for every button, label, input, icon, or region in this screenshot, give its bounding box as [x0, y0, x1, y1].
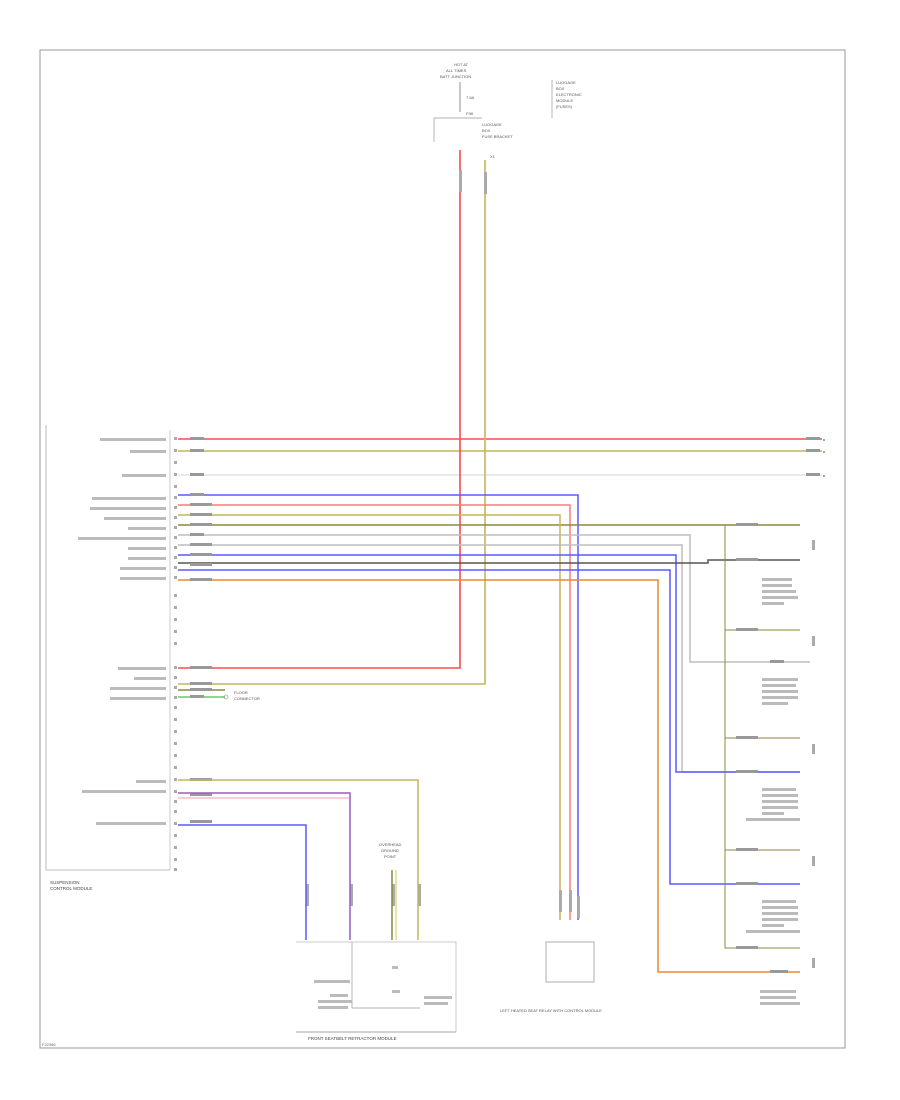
svg-text:LUGGAGE: LUGGAGE [556, 80, 576, 85]
wire-pink-1 [178, 504, 571, 920]
wire-olive-trunk [724, 525, 800, 949]
right-end-markers [823, 439, 825, 477]
seatbelt-wires [178, 779, 419, 940]
wire-violet-belt [178, 792, 351, 940]
svg-text:HOT AT: HOT AT [454, 62, 469, 67]
svg-text:F98: F98 [466, 111, 474, 116]
vertical-wire-tags [306, 170, 815, 968]
right-branch-stubs [725, 629, 800, 851]
svg-text:FUSE BRACKET: FUSE BRACKET [482, 134, 513, 139]
wire-color-tags [190, 437, 820, 973]
svg-text:LUGGAGE: LUGGAGE [482, 122, 502, 127]
svg-text:MODULE: MODULE [556, 98, 573, 103]
left-module-label-1: SUSPENSION [50, 880, 80, 885]
wire-yellow-2 [178, 514, 561, 920]
svg-text:CONNECTOR: CONNECTOR [234, 696, 260, 701]
wire-black-1 [178, 559, 800, 564]
wire-orange-1 [178, 579, 800, 973]
center-relay-module: LEFT HEATED SEAT RELAY WITH CONTROL MODU… [500, 941, 602, 1013]
wire-blue-1 [178, 494, 579, 920]
svg-text:BOX: BOX [556, 86, 565, 91]
wire-yellow-belt [178, 779, 419, 940]
center-module-label: LEFT HEATED SEAT RELAY WITH CONTROL MODU… [500, 1008, 602, 1013]
top-fuse-connector: HOT AT ALL TIMES BATT JUNCTION 7.5A F98 … [433, 62, 582, 159]
svg-text:OVERHEAD: OVERHEAD [379, 842, 402, 847]
left-module-label-2: CONTROL MODULE [50, 886, 92, 891]
top-feed-wires [178, 150, 486, 698]
wire-blue-2 [178, 554, 800, 773]
svg-text:ELECTRONIC: ELECTRONIC [556, 92, 582, 97]
floor-junction-label: FLOOR [234, 690, 248, 695]
svg-text:POINT: POINT [384, 854, 397, 859]
svg-text:7.5A: 7.5A [466, 95, 475, 100]
svg-text:X1: X1 [490, 154, 496, 159]
wire-yellow-feed [178, 160, 486, 685]
wire-blue-belt [178, 824, 307, 940]
pin-numbers [174, 437, 177, 871]
figure-code: F22366 [42, 1042, 56, 1047]
svg-text:GROUND: GROUND [381, 848, 399, 853]
main-bus-wires [178, 438, 822, 476]
suspension-module-outline [45, 425, 170, 871]
sensor-wires [178, 494, 810, 973]
svg-text:BATT JUNCTION: BATT JUNCTION [440, 74, 471, 79]
wire-red-feed [178, 150, 461, 669]
seatbelt-module-box [296, 941, 457, 1033]
svg-text:ALL TIMES: ALL TIMES [446, 68, 467, 73]
wire-grey-2 [178, 544, 800, 773]
bottom-module-label: FRONT SEATBELT RETRACTOR MODULE [308, 1036, 397, 1041]
svg-text:(FUSES): (FUSES) [556, 104, 573, 109]
wire-blue-3 [178, 569, 800, 885]
wire-grey-1 [178, 534, 810, 663]
left-pin-labels [78, 438, 166, 825]
svg-text:BOX: BOX [482, 128, 491, 133]
right-component-labels [746, 578, 800, 1005]
diagram-border [39, 49, 846, 1049]
